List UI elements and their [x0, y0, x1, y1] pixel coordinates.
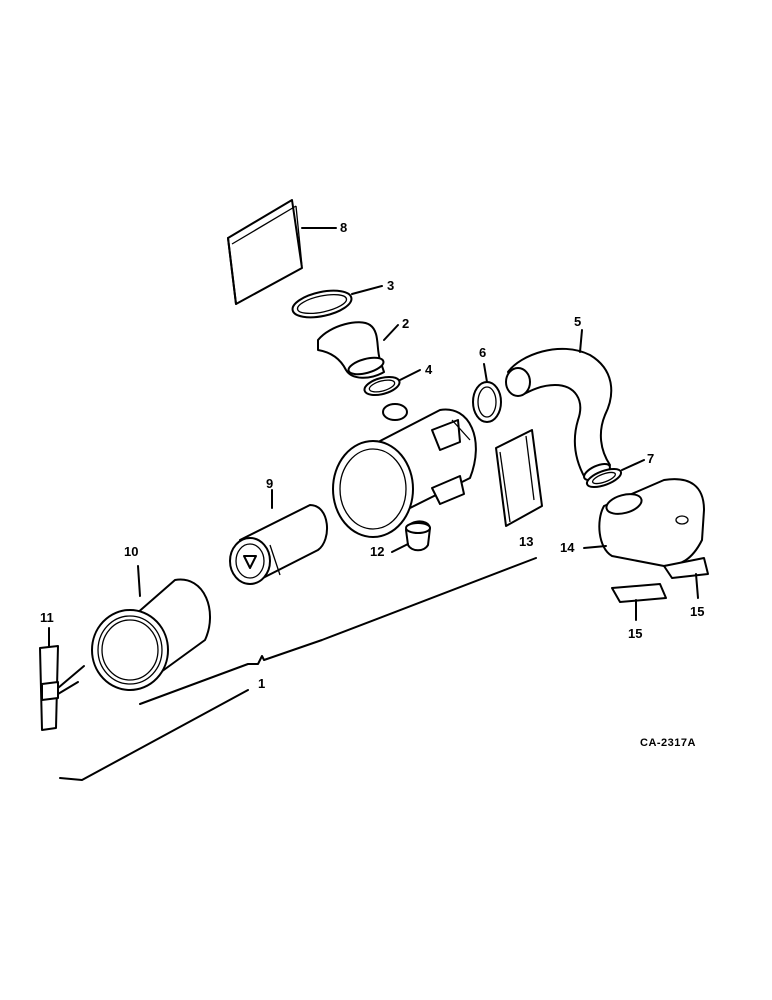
reference-code: CA-2317A — [640, 737, 696, 749]
callout-7: 7 — [647, 451, 654, 466]
callout-10: 10 — [124, 544, 138, 559]
part-13-bracket — [495, 429, 543, 527]
callout-12: 12 — [370, 544, 384, 559]
callout-9: 9 — [266, 476, 273, 491]
callout-11: 11 — [40, 610, 54, 625]
part-7-clamp — [585, 459, 645, 489]
part-5-hose — [505, 329, 613, 482]
part-2-inlet-elbow — [317, 321, 399, 379]
air-cleaner-body — [332, 403, 477, 538]
part-15-gaskets — [611, 557, 709, 621]
part-14-adaptor — [583, 478, 705, 567]
callout-14: 14 — [560, 540, 575, 555]
callout-6: 6 — [479, 345, 486, 360]
part-8-screen — [227, 199, 337, 305]
callout-1: 1 — [258, 676, 265, 691]
part-11-strap — [39, 627, 85, 731]
part-9-safety-element — [229, 489, 329, 585]
part-12-dust-valve — [391, 520, 431, 553]
part-3-clamp — [291, 285, 383, 319]
callout-3: 3 — [387, 278, 394, 293]
callout-4: 4 — [425, 362, 433, 377]
callout-8: 8 — [340, 220, 347, 235]
callout-15a: 15 — [690, 604, 704, 619]
part-6-clamp — [472, 363, 502, 423]
part-4-clamp — [363, 369, 421, 397]
callout-5: 5 — [574, 314, 581, 329]
callout-13: 13 — [519, 534, 533, 549]
part-10-primary-element — [91, 565, 212, 691]
callout-15b: 15 — [628, 626, 642, 641]
part-1-assembly-leader — [59, 557, 537, 781]
callout-labels: 8 3 2 4 6 5 7 9 10 11 12 13 14 15 15 1 — [40, 220, 704, 691]
callout-2: 2 — [402, 316, 409, 331]
